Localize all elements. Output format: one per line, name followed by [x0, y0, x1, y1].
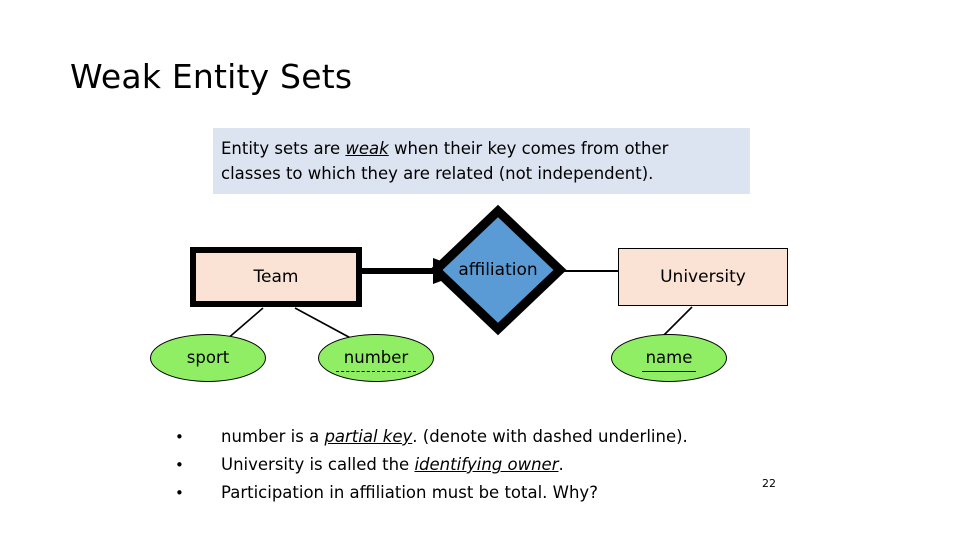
attribute-number-label: number	[335, 347, 417, 372]
list-item: • number is a partial key. (denote with …	[175, 423, 815, 451]
bullet-text-after: .	[558, 455, 564, 474]
bullet-text-before: Participation in affiliation must be tot…	[221, 483, 598, 502]
definition-text-after: when their key comes from other	[388, 139, 669, 158]
attribute-sport[interactable]: sport	[150, 334, 266, 382]
definition-line-2: classes to which they are related (not i…	[221, 164, 654, 183]
attribute-name-label: name	[641, 347, 697, 372]
strong-entity-university[interactable]: University	[618, 248, 788, 306]
bullet-text-before: University is called the	[221, 455, 415, 474]
definition-emphasis-weak: weak	[345, 139, 389, 158]
strong-entity-university-label: University	[660, 267, 746, 287]
attribute-number[interactable]: number	[318, 334, 434, 382]
attribute-sport-label: sport	[186, 347, 230, 367]
list-item: • Participation in affiliation must be t…	[175, 479, 815, 507]
definition-text-before: Entity sets are	[221, 139, 346, 158]
weak-entity-team[interactable]: Team	[190, 247, 362, 307]
bullet-emphasis: partial key	[324, 427, 413, 446]
page-title: Weak Entity Sets	[70, 57, 353, 96]
bullet-text: University is called the identifying own…	[221, 451, 815, 479]
relationship-affiliation[interactable]: affiliation	[432, 207, 564, 333]
bullet-text-before: number is a	[221, 427, 325, 446]
slide-number: 22	[762, 477, 776, 490]
bullet-text-after: . (denote with dashed underline).	[412, 427, 688, 446]
list-item: • University is called the identifying o…	[175, 451, 815, 479]
definition-callout: Entity sets are weak when their key come…	[213, 128, 750, 194]
bullet-emphasis: identifying owner	[414, 455, 559, 474]
attribute-name[interactable]: name	[611, 334, 727, 382]
definition-line-1: Entity sets are weak when their key come…	[221, 136, 744, 161]
weak-entity-team-label: Team	[253, 267, 299, 287]
bullet-marker: •	[175, 456, 184, 474]
bullet-text: Participation in affiliation must be tot…	[221, 479, 815, 507]
notes-bullet-list: • number is a partial key. (denote with …	[175, 423, 815, 507]
relationship-affiliation-label: affiliation	[458, 260, 538, 280]
bullet-marker: •	[175, 484, 184, 502]
bullet-marker: •	[175, 428, 184, 446]
bullet-text: number is a partial key. (denote with da…	[221, 423, 815, 451]
